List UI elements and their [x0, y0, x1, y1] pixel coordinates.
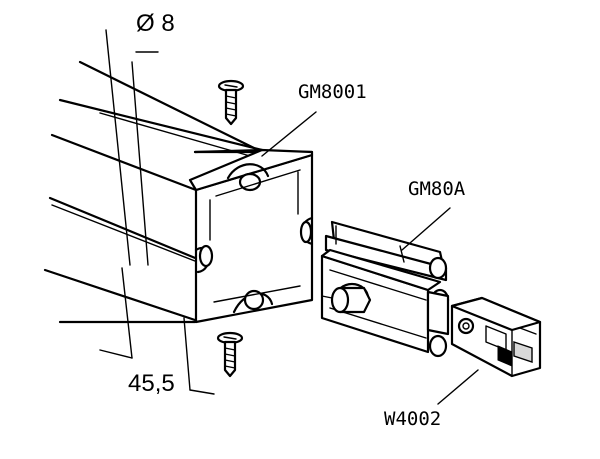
- profile-label: GM8001: [298, 81, 367, 103]
- width-dimension-lines: [99, 267, 215, 395]
- connector-label: GM80A: [408, 178, 466, 200]
- top-screw: [217, 79, 245, 126]
- adapter-label: W4002: [384, 408, 442, 430]
- adapter-part: [450, 296, 542, 378]
- connector-part: [320, 220, 450, 358]
- diameter-dimension-lines: [105, 29, 159, 266]
- bottom-screw: [216, 331, 244, 378]
- label-leader-lines: [261, 111, 479, 405]
- profile-body-lines: [43, 60, 314, 324]
- profile-front-face: [188, 148, 314, 324]
- diameter-label: Ø 8: [136, 10, 175, 37]
- width-label: 45,5: [128, 370, 175, 397]
